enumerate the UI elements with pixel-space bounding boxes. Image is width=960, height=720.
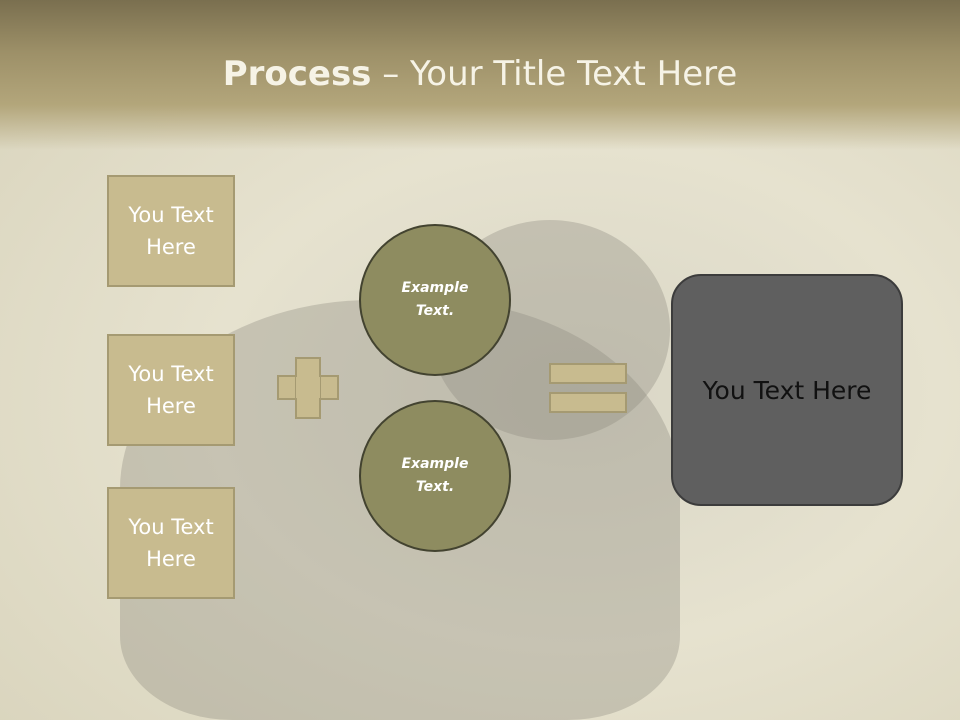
page-title: Process – Your Title Text Here — [0, 52, 960, 96]
title-bold: Process — [222, 54, 372, 94]
result-label: You Text Here — [702, 375, 872, 405]
circle-2[interactable]: Example Text. — [359, 400, 511, 552]
text-box-label: You Text Here — [128, 203, 214, 259]
text-box-label: You Text Here — [128, 362, 214, 418]
text-box-label: You Text Here — [128, 515, 214, 571]
text-box-1[interactable]: You Text Here — [107, 175, 235, 287]
header-band — [0, 0, 960, 150]
text-box-2[interactable]: You Text Here — [107, 334, 235, 446]
circle-1[interactable]: Example Text. — [359, 224, 511, 376]
text-box-3[interactable]: You Text Here — [107, 487, 235, 599]
circle-label: Example Text. — [401, 456, 469, 495]
circle-label: Example Text. — [401, 280, 469, 319]
title-rest: – Your Title Text Here — [371, 54, 738, 94]
result-box[interactable]: You Text Here — [671, 274, 903, 506]
